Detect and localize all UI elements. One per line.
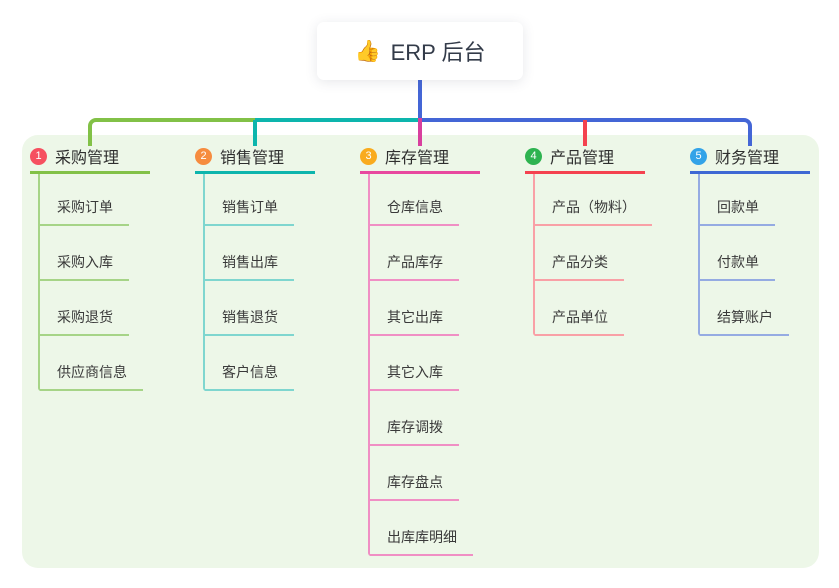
branch-number-badge: 3 [360, 147, 377, 165]
branch-header[interactable]: 5 财务管理 [690, 143, 810, 174]
branch-header[interactable]: 4 产品管理 [525, 143, 645, 174]
child-node-label[interactable]: 采购订单 [40, 197, 129, 226]
bus-segment-blue [422, 118, 752, 146]
bus-segment-green [88, 118, 255, 146]
root-connector-line [418, 78, 422, 118]
branch-drop-line-product [583, 120, 587, 146]
child-node: 采购退货 [40, 281, 190, 336]
child-node: 销售订单 [205, 174, 355, 226]
child-node: 产品（物料） [535, 174, 685, 226]
child-node: 供应商信息 [40, 336, 190, 391]
child-node-label[interactable]: 付款单 [700, 252, 775, 281]
child-node-label[interactable]: 销售退货 [205, 307, 294, 336]
child-node: 销售退货 [205, 281, 355, 336]
branch-drop-line-sales [253, 120, 257, 146]
bus-segment-teal [255, 118, 422, 122]
branch-children-list: 回款单付款单结算账户 [698, 174, 839, 336]
branch-column-5: 5 财务管理 回款单付款单结算账户 [690, 143, 839, 336]
branch-label: 库存管理 [385, 150, 450, 167]
branch-header[interactable]: 1 采购管理 [30, 143, 150, 174]
child-node-label[interactable]: 库存盘点 [370, 472, 459, 501]
root-label: ERP 后台 [390, 40, 486, 65]
child-node-label[interactable]: 采购入库 [40, 252, 129, 281]
thumbs-up-icon: 👍 [354, 39, 381, 63]
child-node: 产品单位 [535, 281, 685, 336]
child-node-label[interactable]: 回款单 [700, 197, 775, 226]
child-node-label[interactable]: 其它出库 [370, 307, 459, 336]
child-node: 回款单 [700, 174, 839, 226]
child-node-label[interactable]: 采购退货 [40, 307, 129, 336]
branch-column-2: 2 销售管理 销售订单销售出库销售退货客户信息 [195, 143, 355, 391]
child-node: 客户信息 [205, 336, 355, 391]
child-node: 结算账户 [700, 281, 839, 336]
child-node-label[interactable]: 库存调拨 [370, 417, 459, 446]
child-node-label[interactable]: 客户信息 [205, 362, 294, 391]
child-node-label[interactable]: 销售订单 [205, 197, 294, 226]
child-node-label[interactable]: 结算账户 [700, 307, 789, 336]
child-node-label[interactable]: 其它入库 [370, 362, 459, 391]
child-node: 库存调拨 [370, 391, 520, 446]
branch-drop-line-inventory [418, 118, 422, 146]
child-node-label[interactable]: 产品单位 [535, 307, 624, 336]
child-node: 其它出库 [370, 281, 520, 336]
branch-column-4: 4 产品管理 产品（物料） 产品分类产品单位 [525, 143, 685, 336]
child-node: 付款单 [700, 226, 839, 281]
branch-children-list: 采购订单采购入库采购退货供应商信息 [38, 174, 190, 391]
child-node: 产品库存 [370, 226, 520, 281]
root-node[interactable]: 👍 ERP 后台 [317, 22, 523, 80]
child-node-label[interactable]: 产品库存 [370, 252, 459, 281]
branches-panel [22, 135, 819, 568]
child-node: 产品分类 [535, 226, 685, 281]
child-node-label[interactable]: 产品（物料） [535, 197, 652, 226]
branch-header[interactable]: 3 库存管理 [360, 143, 480, 174]
branch-children-list: 仓库信息产品库存其它出库其它入库库存调拨库存盘点出库库明细 [368, 174, 520, 556]
child-node: 采购订单 [40, 174, 190, 226]
branch-header[interactable]: 2 销售管理 [195, 143, 315, 174]
branch-label: 采购管理 [55, 150, 120, 167]
branch-label: 财务管理 [715, 150, 780, 167]
branch-column-3: 3 库存管理 仓库信息产品库存其它出库其它入库库存调拨库存盘点出库库明细 [360, 143, 520, 556]
branch-number-badge: 5 [690, 147, 707, 165]
child-node-label[interactable]: 仓库信息 [370, 197, 459, 226]
branch-children-list: 销售订单销售出库销售退货客户信息 [203, 174, 355, 391]
branch-number-badge: 4 [525, 147, 542, 165]
child-node: 销售出库 [205, 226, 355, 281]
child-node-label[interactable]: 供应商信息 [40, 362, 143, 391]
child-node: 采购入库 [40, 226, 190, 281]
child-node: 仓库信息 [370, 174, 520, 226]
child-node: 出库库明细 [370, 501, 520, 556]
branch-label: 产品管理 [550, 150, 615, 167]
branch-column-1: 1 采购管理 采购订单采购入库采购退货供应商信息 [30, 143, 190, 391]
branch-number-badge: 1 [30, 147, 47, 165]
child-node: 其它入库 [370, 336, 520, 391]
child-node-label[interactable]: 销售出库 [205, 252, 294, 281]
child-node-label[interactable]: 出库库明细 [370, 527, 473, 556]
branch-number-badge: 2 [195, 147, 212, 165]
child-node-label[interactable]: 产品分类 [535, 252, 624, 281]
branch-children-list: 产品（物料） 产品分类产品单位 [533, 174, 685, 336]
child-node: 库存盘点 [370, 446, 520, 501]
branch-label: 销售管理 [220, 150, 285, 167]
